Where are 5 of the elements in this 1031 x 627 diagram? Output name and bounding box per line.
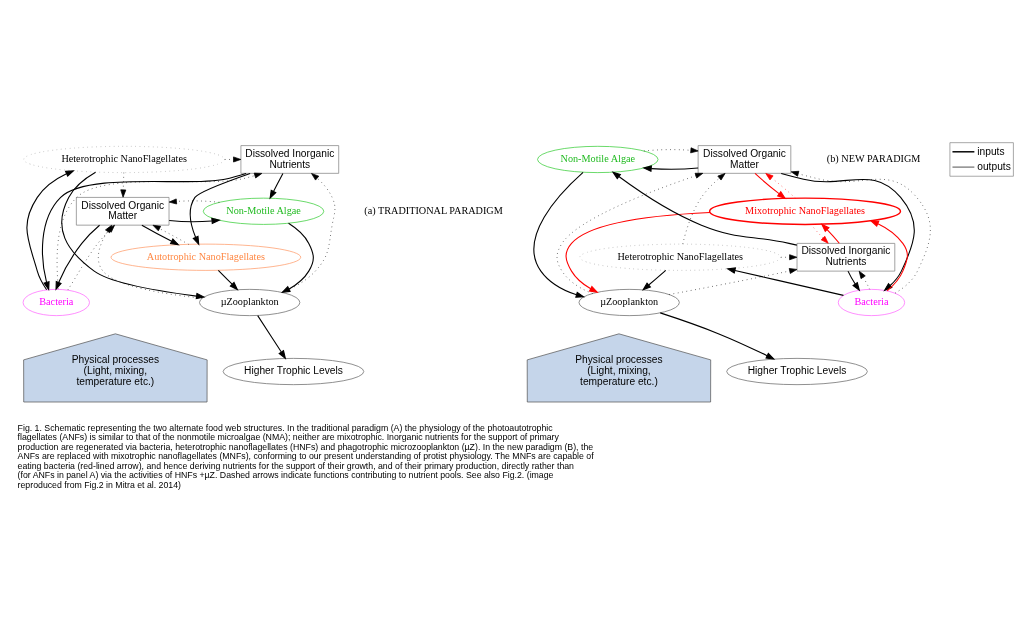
legend-label: outputs (977, 160, 1011, 172)
caption: Fig. 1. Schematic representing the two alternate food web structures. In the traditional paradigm (A) the physiology of the photoautotrophic flagellates (ANFs) is similar to that of the nonmotile microalgae (NMA); neither are mixotrophic. Inorganic nutrients for the support of primary production are regenerated via bacteria, heterotrophic nanoflagellates (HNFs) and phagotrophic microzooplankton (µZ). In the new paradigm (B), the ANFs are replaced with mixotrophic nanoflagellates (MNFs), conforming to our present understanding of protist physiology. The MNFs are capable of eating bacteria (red-lined arrow), and hence deriving nutrients for the support of their growth, and of their primary production, directly rather than (for ANFs in panel A) via the activities of HNFs +µZ. Dashed arrows indicate functions contributing to nutrient pools. See also Fig.2. (image reproduced from Fig.2 in Mitra et al. 2014) (17, 422, 594, 490)
label: (b) NEW PARADIGM (826, 153, 921, 165)
legend-label: inputs (977, 145, 1005, 157)
label: (a) TRADITIONAL PARADIGM (364, 204, 503, 216)
